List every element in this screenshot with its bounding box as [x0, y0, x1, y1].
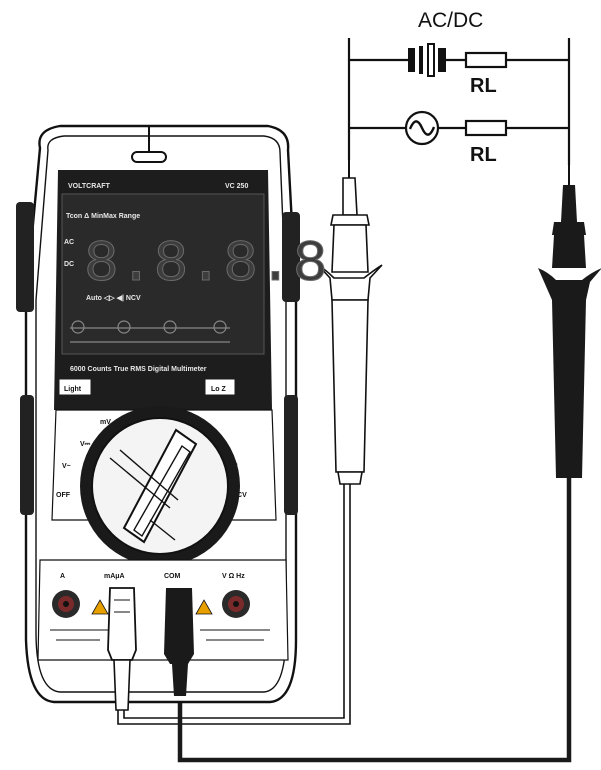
lcd-display: [61, 193, 265, 355]
jack-label-v: V Ω Hz: [222, 573, 245, 580]
model-label: VC 250: [225, 183, 248, 190]
holster-notch: [131, 151, 167, 163]
resistor-label-top: RL: [470, 75, 497, 97]
lcd-digits: 8.8.8.8: [84, 233, 328, 298]
meter-description: 6000 Counts True RMS Digital Multimeter: [70, 366, 207, 373]
jack-label-ma-ua: mAμA: [104, 573, 125, 580]
battery-symbol: [408, 43, 446, 77]
dial-label-v-dc: V⎓: [80, 441, 91, 448]
light-button[interactable]: [59, 379, 91, 395]
jack-v[interactable]: [222, 590, 250, 618]
lcd-dc-indicator: DC: [64, 261, 74, 268]
black-plug: [164, 588, 194, 696]
dial-label-mv: mV: [100, 419, 111, 426]
lcd-bargraph: [70, 320, 230, 343]
multimeter: VOLTCRAFT VC 250 Tcon Δ MinMax Range AC …: [16, 124, 328, 711]
jack-label-com: COM: [164, 573, 181, 580]
loz-button-label: Lo Z: [211, 386, 226, 393]
red-test-probe: [317, 160, 383, 485]
jack-a[interactable]: [52, 590, 80, 618]
source-label: AC/DC: [418, 9, 483, 32]
warning-icon: [195, 599, 213, 615]
dial-label-off: OFF: [56, 492, 71, 499]
light-button-label: Light: [64, 386, 82, 393]
resistor-label-bottom: RL: [470, 144, 497, 166]
lcd-mode-line: Auto ◁▷ ◀| NCV: [86, 295, 141, 302]
dial-label-ncv: NCV: [232, 492, 247, 499]
dial-label-v-ac: V~: [62, 463, 71, 470]
loz-button[interactable]: [205, 379, 235, 395]
lcd-status-line: Tcon Δ MinMax Range: [66, 213, 140, 220]
lcd-ac-indicator: AC: [64, 239, 74, 246]
warning-icon: [91, 599, 109, 615]
rotary-switch[interactable]: [80, 406, 240, 566]
white-plug: [107, 587, 137, 711]
black-test-probe: [538, 165, 601, 478]
resistor-bottom: [464, 119, 508, 137]
jack-label-a: A: [60, 573, 65, 580]
black-lead-cable: [177, 478, 572, 763]
circuit: [347, 38, 571, 165]
brand-label: VOLTCRAFT: [68, 183, 111, 190]
ac-source-symbol: [404, 110, 440, 146]
resistor-top: [464, 51, 508, 69]
